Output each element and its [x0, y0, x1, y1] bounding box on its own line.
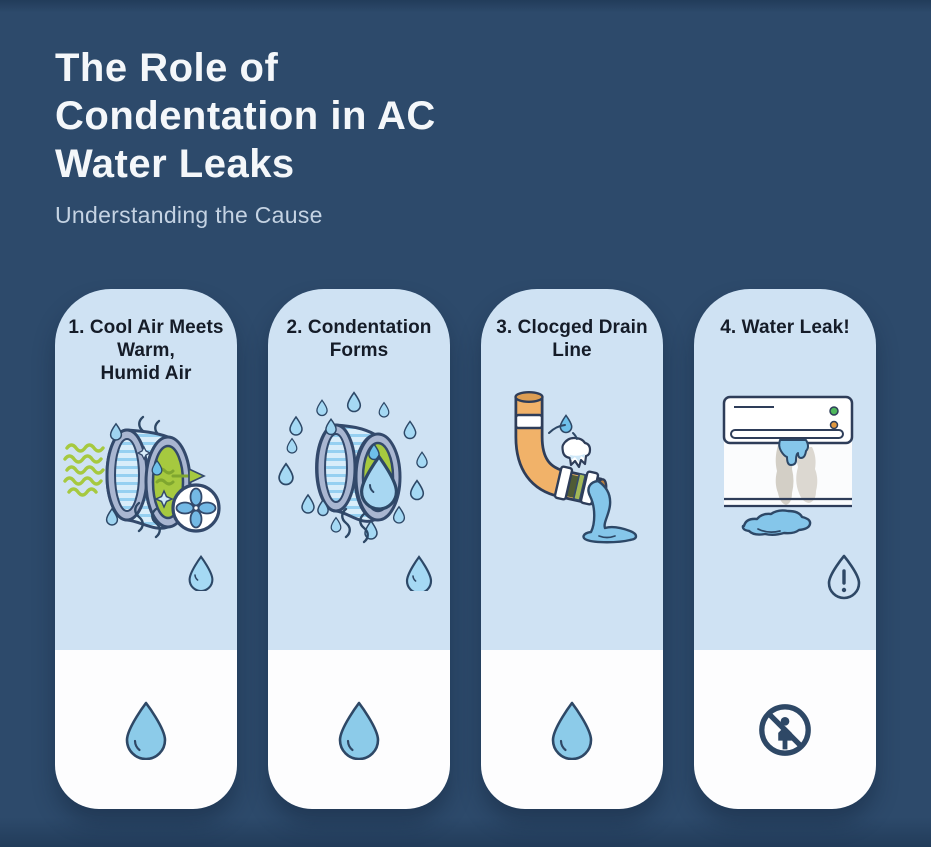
- title-line-3: Water Leaks: [55, 142, 295, 186]
- card-2-footer: [268, 650, 450, 809]
- big-droplet-icon: [360, 455, 398, 511]
- fan-icon: [171, 483, 221, 533]
- power-led-icon: [829, 406, 839, 416]
- sparkle-icon: [154, 489, 174, 509]
- motion-lines-icon: [548, 424, 578, 440]
- water-droplet-icon: [338, 701, 380, 760]
- card-4-title: 4. Water Leak!: [720, 317, 850, 338]
- air-squiggle-icon: [341, 507, 369, 544]
- air-squiggle-icon: [134, 501, 161, 539]
- no-person-icon: [759, 703, 811, 756]
- page-subtitle: Understanding the Cause: [55, 202, 323, 228]
- wall-base-lines: [724, 497, 852, 508]
- clogged-drain-pipe-illustration: [514, 390, 638, 544]
- coil-condensation-illustration: [278, 391, 433, 591]
- dripping-water-icon: [778, 439, 809, 466]
- water-droplet-icon: [188, 555, 214, 591]
- water-droplet-icon: [551, 701, 593, 760]
- warm-air-waves-icon: [63, 443, 105, 497]
- puddle-icon: [741, 509, 812, 536]
- ac-unit-icon: [722, 395, 854, 445]
- evaporator-coil-icon: [315, 418, 402, 523]
- status-led-icon: [829, 420, 839, 430]
- warning-droplet-icon: [827, 554, 861, 600]
- card-4-footer: [694, 650, 876, 809]
- title-line-2: Condentation in AC: [55, 94, 436, 138]
- evaporator-coil-warm-air-illustration: [63, 415, 221, 591]
- water-droplet-icon: [125, 701, 167, 760]
- small-droplet-icon: [559, 414, 573, 434]
- sparkle-icon: [136, 445, 152, 461]
- leaking-ac-unit-illustration: [722, 395, 861, 600]
- evaporator-coil-icon: [105, 423, 206, 530]
- card-1-footer: [55, 650, 237, 809]
- ice-chunk-icon: [561, 436, 592, 469]
- card-step-4: 4. Water Leak!: [694, 289, 876, 809]
- card-3-footer: [481, 650, 663, 809]
- card-4-top: 4. Water Leak!: [694, 289, 876, 650]
- drain-pipe-icon: [514, 390, 608, 507]
- air-out-arrow-icon: [188, 467, 206, 485]
- water-droplet-icon: [405, 555, 433, 591]
- spilling-water-icon: [582, 479, 638, 544]
- title-line-1: The Role of: [55, 46, 279, 90]
